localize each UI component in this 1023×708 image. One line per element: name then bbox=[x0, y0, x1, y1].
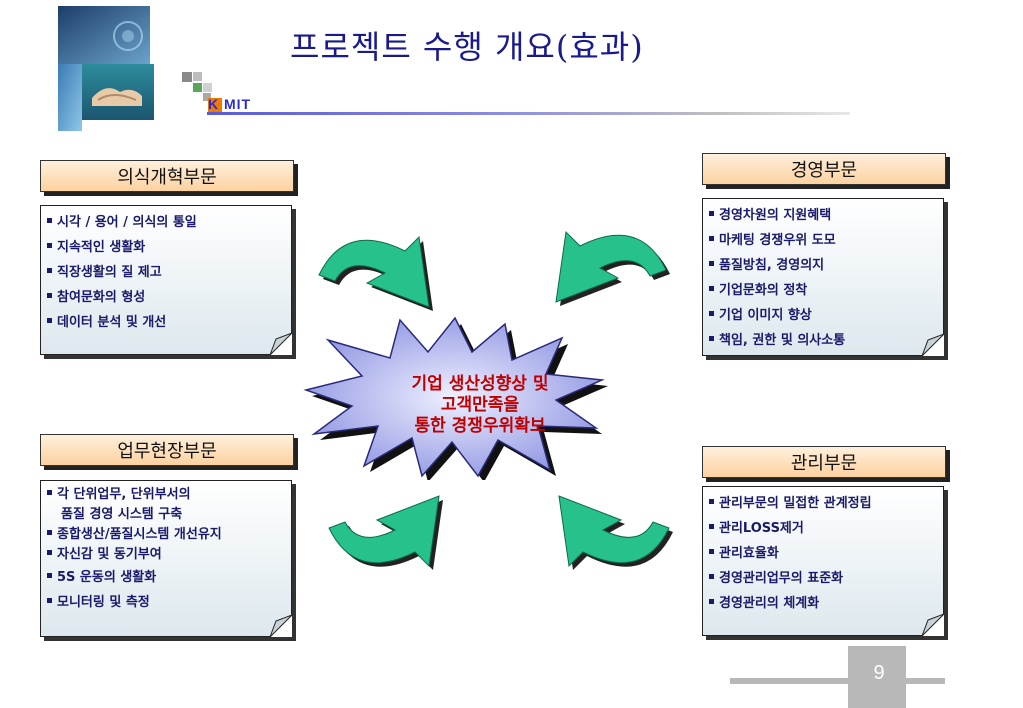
list-item: 지속적인 생활화 bbox=[47, 235, 291, 260]
title-divider bbox=[207, 112, 850, 115]
list-item: 기업문화의 정착 bbox=[709, 278, 943, 303]
page-number: 9 bbox=[873, 662, 885, 684]
page-fold-icon bbox=[922, 334, 944, 356]
header-field: 업무현장부문 bbox=[40, 434, 294, 466]
list-item: 시각 / 용어 / 의식의 통일 bbox=[47, 210, 291, 235]
center-line-3: 통한 경쟁우위확보 bbox=[414, 416, 546, 436]
list-item: 관리LOSS제거 bbox=[709, 516, 943, 541]
panel-field: 각 단위업무, 단위부서의 품질 경영 시스템 구축 종합생산/품질시스템 개선… bbox=[40, 480, 292, 637]
list-item: 참여문화의 형성 bbox=[47, 285, 291, 310]
list-item: 마케팅 경쟁우위 도모 bbox=[709, 228, 943, 253]
list-item: 자신감 및 동기부여 bbox=[47, 545, 291, 565]
panel-consciousness: 시각 / 용어 / 의식의 통일 지속적인 생활화 직장생활의 질 제고 참여문… bbox=[40, 205, 292, 355]
curved-arrow-icon bbox=[318, 235, 433, 311]
list-item: 책임, 권한 및 의사소통 bbox=[709, 328, 943, 353]
center-line-2: 고객만족을 bbox=[440, 395, 520, 415]
page-fold-icon bbox=[270, 333, 292, 355]
list-item: 각 단위업무, 단위부서의 bbox=[47, 485, 291, 505]
list-item: 기업 이미지 향상 bbox=[709, 303, 943, 328]
curved-arrow-icon bbox=[328, 495, 443, 570]
list-item: 품질 경영 시스템 구축 bbox=[61, 507, 183, 522]
starburst-shape bbox=[303, 316, 608, 480]
list-item: 경영관리업무의 표준화 bbox=[709, 566, 943, 591]
page-number-badge bbox=[730, 646, 945, 708]
list-item: 관리부문의 밀접한 관계정립 bbox=[709, 491, 943, 516]
list-item: 관리효율화 bbox=[709, 541, 943, 566]
header-administration: 관리부문 bbox=[702, 446, 946, 478]
page-title: 프로젝트 수행 개요(효과) bbox=[290, 28, 644, 66]
page-fold-icon bbox=[922, 614, 944, 636]
list-item: 모니터링 및 측정 bbox=[47, 590, 291, 615]
list-item: 종합생산/품질시스템 개선유지 bbox=[47, 525, 291, 545]
list-item: 경영관리의 체계화 bbox=[709, 591, 943, 616]
brand-logo-text: K MIT bbox=[208, 96, 252, 112]
list-item: 5S 운동의 생활화 bbox=[47, 565, 291, 590]
center-goal-text: 기업 생산성향상 및 고객만족을 통한 경쟁우위확보 bbox=[375, 374, 585, 437]
curved-arrow-icon bbox=[558, 495, 673, 570]
panel-administration: 관리부문의 밀접한 관계정립 관리LOSS제거 관리효율화 경영관리업무의 표준… bbox=[702, 486, 944, 636]
center-line-1: 기업 생산성향상 및 bbox=[411, 374, 549, 394]
panel-management: 경영차원의 지원혜택 마케팅 경쟁우위 도모 품질방침, 경영의지 기업문화의 … bbox=[702, 198, 944, 356]
list-item: 경영차원의 지원혜택 bbox=[709, 203, 943, 228]
header-photo-collage bbox=[58, 6, 154, 131]
header-consciousness: 의식개혁부문 bbox=[40, 160, 294, 192]
list-item: 데이터 분석 및 개선 bbox=[47, 310, 291, 335]
header-management: 경영부문 bbox=[702, 153, 946, 185]
list-item: 직장생활의 질 제고 bbox=[47, 260, 291, 285]
curved-arrow-icon bbox=[555, 230, 670, 306]
logo-squares bbox=[182, 72, 292, 118]
list-item: 품질방침, 경영의지 bbox=[709, 253, 943, 278]
page-fold-icon bbox=[270, 615, 292, 637]
